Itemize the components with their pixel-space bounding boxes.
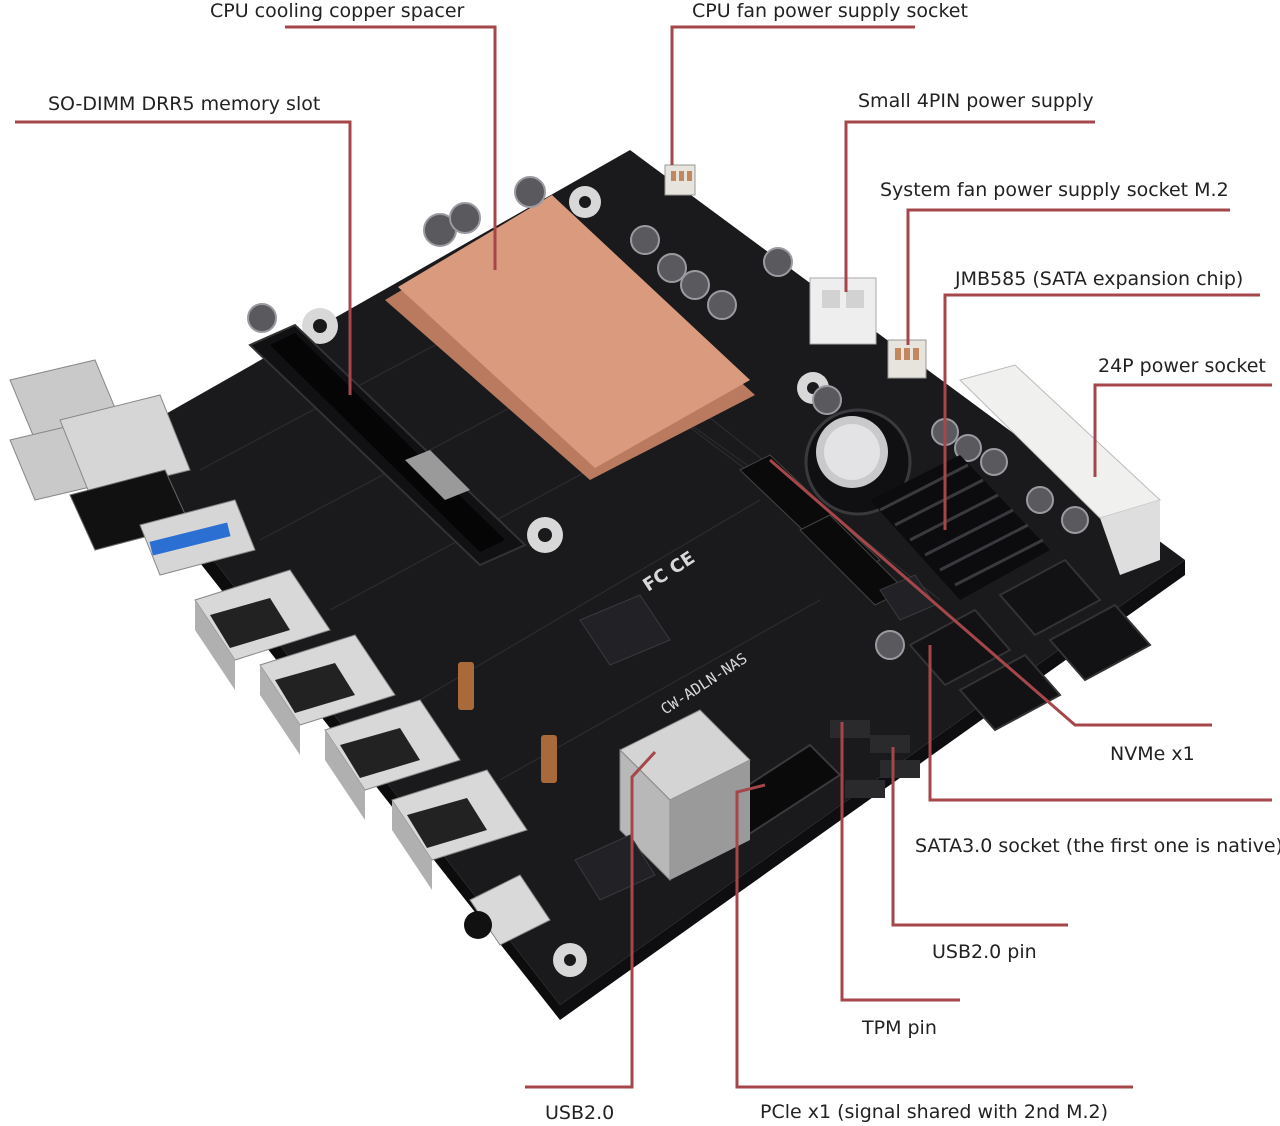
label-cpu-fan-socket: CPU fan power supply socket [692,0,968,22]
label-jmb585: JMB585 (SATA expansion chip) [955,268,1244,290]
label-cpu-copper-spacer: CPU cooling copper spacer [210,0,465,22]
pin-headers [830,720,920,798]
leader-nvme [769,458,1212,727]
leader-sata [928,645,1272,802]
24p-power-socket [959,364,1161,575]
label-24p-socket: 24P power socket [1098,355,1266,377]
label-sodimm-slot: SO-DIMM DRR5 memory slot [48,93,321,115]
label-pcie: PCle x1 (signal shared with 2nd M.2) [760,1101,1109,1123]
capacitors [247,176,1089,660]
leader-pcie [735,783,1133,1089]
leader-sodimm [15,120,352,395]
label-system-fan-socket: System fan power supply socket M.2 [880,179,1229,201]
leader-usb2 [525,750,657,1089]
label-usb2: USB2.0 [545,1102,615,1124]
cpu-copper-spacer [385,195,755,480]
cpu-fan-header [664,164,696,196]
cmos-battery [804,408,912,516]
system-fan-header [887,339,927,379]
label-usb2-pin: USB2.0 pin [932,941,1037,963]
label-tpm-pin: TPM pin [862,1017,937,1039]
leader-24p [1093,383,1272,477]
leader-cpu-spacer [285,25,497,270]
audio-jack [464,874,551,946]
callout-lines [15,25,1272,1089]
leader-4pin [844,120,1095,292]
chips [574,574,936,901]
leader-jmb585 [943,293,1260,530]
rear-usb-ports [9,359,256,576]
leader-tpm [840,722,960,1002]
leader-cpu-fan [670,25,915,165]
sodimm-slot [248,323,527,567]
leader-usb2pin [891,747,1068,927]
mounting-holes [302,186,829,977]
label-small-4pin: Small 4PIN power supply [858,90,1094,112]
label-sata: SATA3.0 socket (the first one is native) [915,835,1280,857]
ethernet-ports [194,569,528,890]
leader-sysfan [906,208,1230,345]
sata-sockets [908,558,1152,732]
label-nvme: NVMe x1 [1110,743,1195,765]
small-4pin-connector [809,277,877,345]
jmb585-heatsink [870,455,1050,600]
standoffs [458,662,557,783]
